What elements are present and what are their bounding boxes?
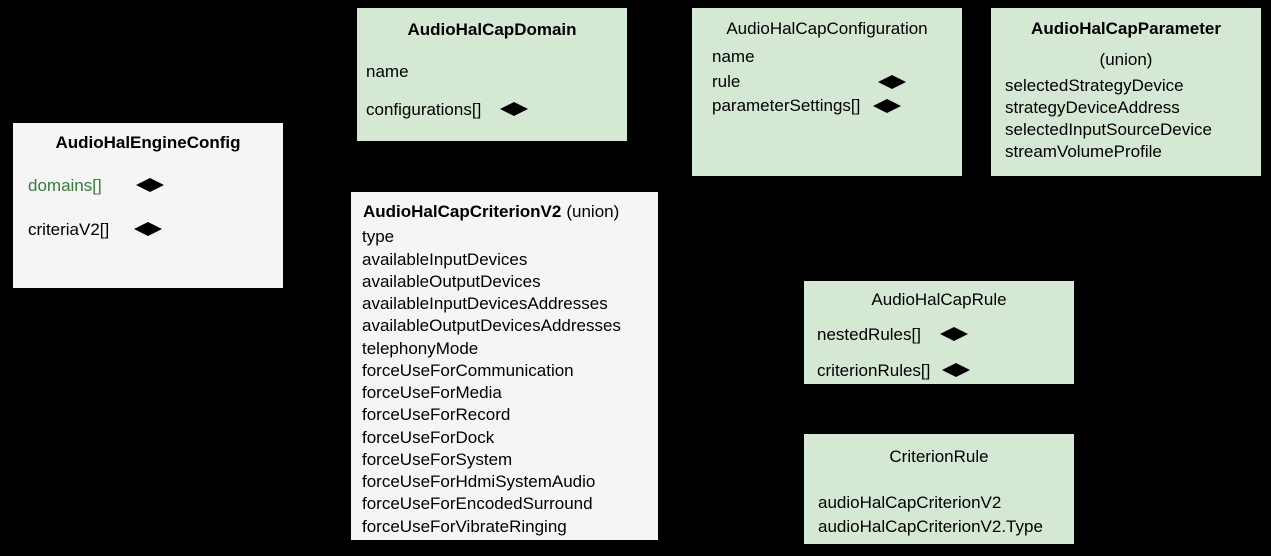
- attribute-label-parametersettings: parameterSettings[]: [712, 95, 861, 115]
- attribute-nestedrules: nestedRules[]: [817, 324, 1074, 345]
- attribute-forceuseforhdmisystemaudio: forceUseForHdmiSystemAudio: [362, 472, 596, 491]
- aggregation-diamond-configurations: [500, 101, 528, 116]
- attribute-parametersettings: parameterSettings[]: [712, 95, 962, 116]
- aggregation-diamond-domains: [136, 178, 164, 193]
- attribute-label-configurations: configurations[]: [366, 99, 482, 119]
- attribute-forceuseforrecord: forceUseForRecord: [362, 405, 511, 425]
- class-title-audiohalcapcriterionv2: AudioHalCapCriterionV2(union): [363, 201, 658, 222]
- attribute-strategydeviceaddress: strategyDeviceAddress: [1005, 97, 1180, 117]
- attribute-audiohalcapcriterionv2: audioHalCapCriterionV2: [818, 493, 1002, 513]
- class-title-audiohalengineconfig: AudioHalEngineConfig: [55, 133, 241, 152]
- attribute-list-audiohalcapparameter: selectedStrategyDevice strategyDeviceAdd…: [1005, 75, 1261, 163]
- attribute-configurations: configurations[]: [366, 99, 627, 120]
- attribute-type: type: [362, 227, 395, 247]
- attribute-forceuseforvibrateringing: forceUseForVibrateRinging: [362, 516, 567, 536]
- attribute-forceuseformedia: forceUseForMedia: [362, 383, 502, 402]
- class-box-audiohalcaprule[interactable]: AudioHalCapRule nestedRules[] criterionR…: [804, 281, 1074, 384]
- aggregation-diamond-criteriav2: [134, 221, 162, 236]
- class-subtitle-audiohalcapparameter: (union): [1099, 50, 1153, 70]
- attribute-label-rule: rule: [712, 71, 741, 91]
- attribute-forceuseforcommunication: forceUseForCommunication: [362, 360, 574, 380]
- attribute-name: name: [366, 62, 409, 82]
- attribute-audiohalcapcriterionv2-type: audioHalCapCriterionV2.Type: [818, 516, 1043, 536]
- attribute-criteriav2: criteriaV2[]: [28, 219, 283, 240]
- class-title-audiohalcapconfiguration: AudioHalCapConfiguration: [726, 19, 928, 38]
- attribute-telephonymode: telephonyMode: [362, 338, 479, 358]
- attribute-selectedinputsourcedevice: selectedInputSourceDevice: [1005, 120, 1212, 139]
- aggregation-diamond-parametersettings: [873, 98, 901, 113]
- attribute-name: name: [712, 47, 755, 67]
- class-subtitle-text: (union): [566, 202, 620, 221]
- aggregation-diamond-nestedrules: [940, 327, 968, 342]
- attribute-selectedstrategydevice: selectedStrategyDevice: [1005, 75, 1184, 95]
- attribute-rule: rule: [712, 71, 962, 92]
- attribute-list-audiohalcapconfiguration: name rule parameterSettings[]: [712, 46, 962, 116]
- attribute-label-criteriav2: criteriaV2[]: [28, 219, 110, 239]
- attribute-availableoutputdevicesaddresses: availableOutputDevicesAddresses: [362, 316, 621, 336]
- class-box-criterionrule[interactable]: CriterionRule audioHalCapCriterionV2 aud…: [804, 434, 1074, 544]
- class-box-audiohalcapparameter[interactable]: AudioHalCapParameter (union) selectedStr…: [991, 8, 1261, 176]
- attribute-label-domains: domains[]: [28, 176, 102, 196]
- attribute-domains: domains[]: [28, 175, 283, 196]
- class-title-audiohalcaprule: AudioHalCapRule: [871, 290, 1007, 309]
- class-box-audiohalcapdomain[interactable]: AudioHalCapDomain name configurations[]: [357, 8, 627, 141]
- attribute-criterionrules: criterionRules[]: [817, 360, 1074, 381]
- attribute-availableoutputdevices: availableOutputDevices: [362, 271, 541, 291]
- class-box-audiohalcapconfiguration[interactable]: AudioHalCapConfiguration name rule param…: [692, 8, 962, 176]
- class-title-criterionrule: CriterionRule: [889, 447, 989, 466]
- attribute-forceusefordock: forceUseForDock: [362, 427, 495, 447]
- class-title-audiohalcapdomain: AudioHalCapDomain: [407, 20, 577, 39]
- attribute-streamvolumeprofile: streamVolumeProfile: [1005, 142, 1162, 162]
- class-title-audiohalcapparameter: AudioHalCapParameter: [1031, 19, 1221, 38]
- attribute-list-audiohalcapcriterionv2: type availableInputDevices availableOutp…: [362, 226, 658, 537]
- attribute-forceuseforsystem: forceUseForSystem: [362, 449, 513, 469]
- attribute-label-nestedrules: nestedRules[]: [817, 325, 921, 345]
- class-box-audiohalengineconfig[interactable]: AudioHalEngineConfig domains[] criteriaV…: [13, 123, 283, 288]
- attribute-label-criterionrules: criterionRules[]: [817, 360, 931, 380]
- attribute-availableinputdevicesaddresses: availableInputDevicesAddresses: [362, 294, 608, 313]
- aggregation-diamond-criterionrules: [942, 362, 970, 377]
- attribute-list-criterionrule: audioHalCapCriterionV2 audioHalCapCriter…: [818, 492, 1074, 537]
- attribute-forceuseforencodedsurround: forceUseForEncodedSurround: [362, 494, 593, 514]
- class-box-audiohalcapcriterionv2[interactable]: AudioHalCapCriterionV2(union) type avail…: [351, 192, 658, 540]
- aggregation-diamond-rule: [878, 74, 906, 89]
- class-title-text: AudioHalCapCriterionV2: [363, 202, 562, 221]
- attribute-availableinputdevices: availableInputDevices: [362, 249, 528, 269]
